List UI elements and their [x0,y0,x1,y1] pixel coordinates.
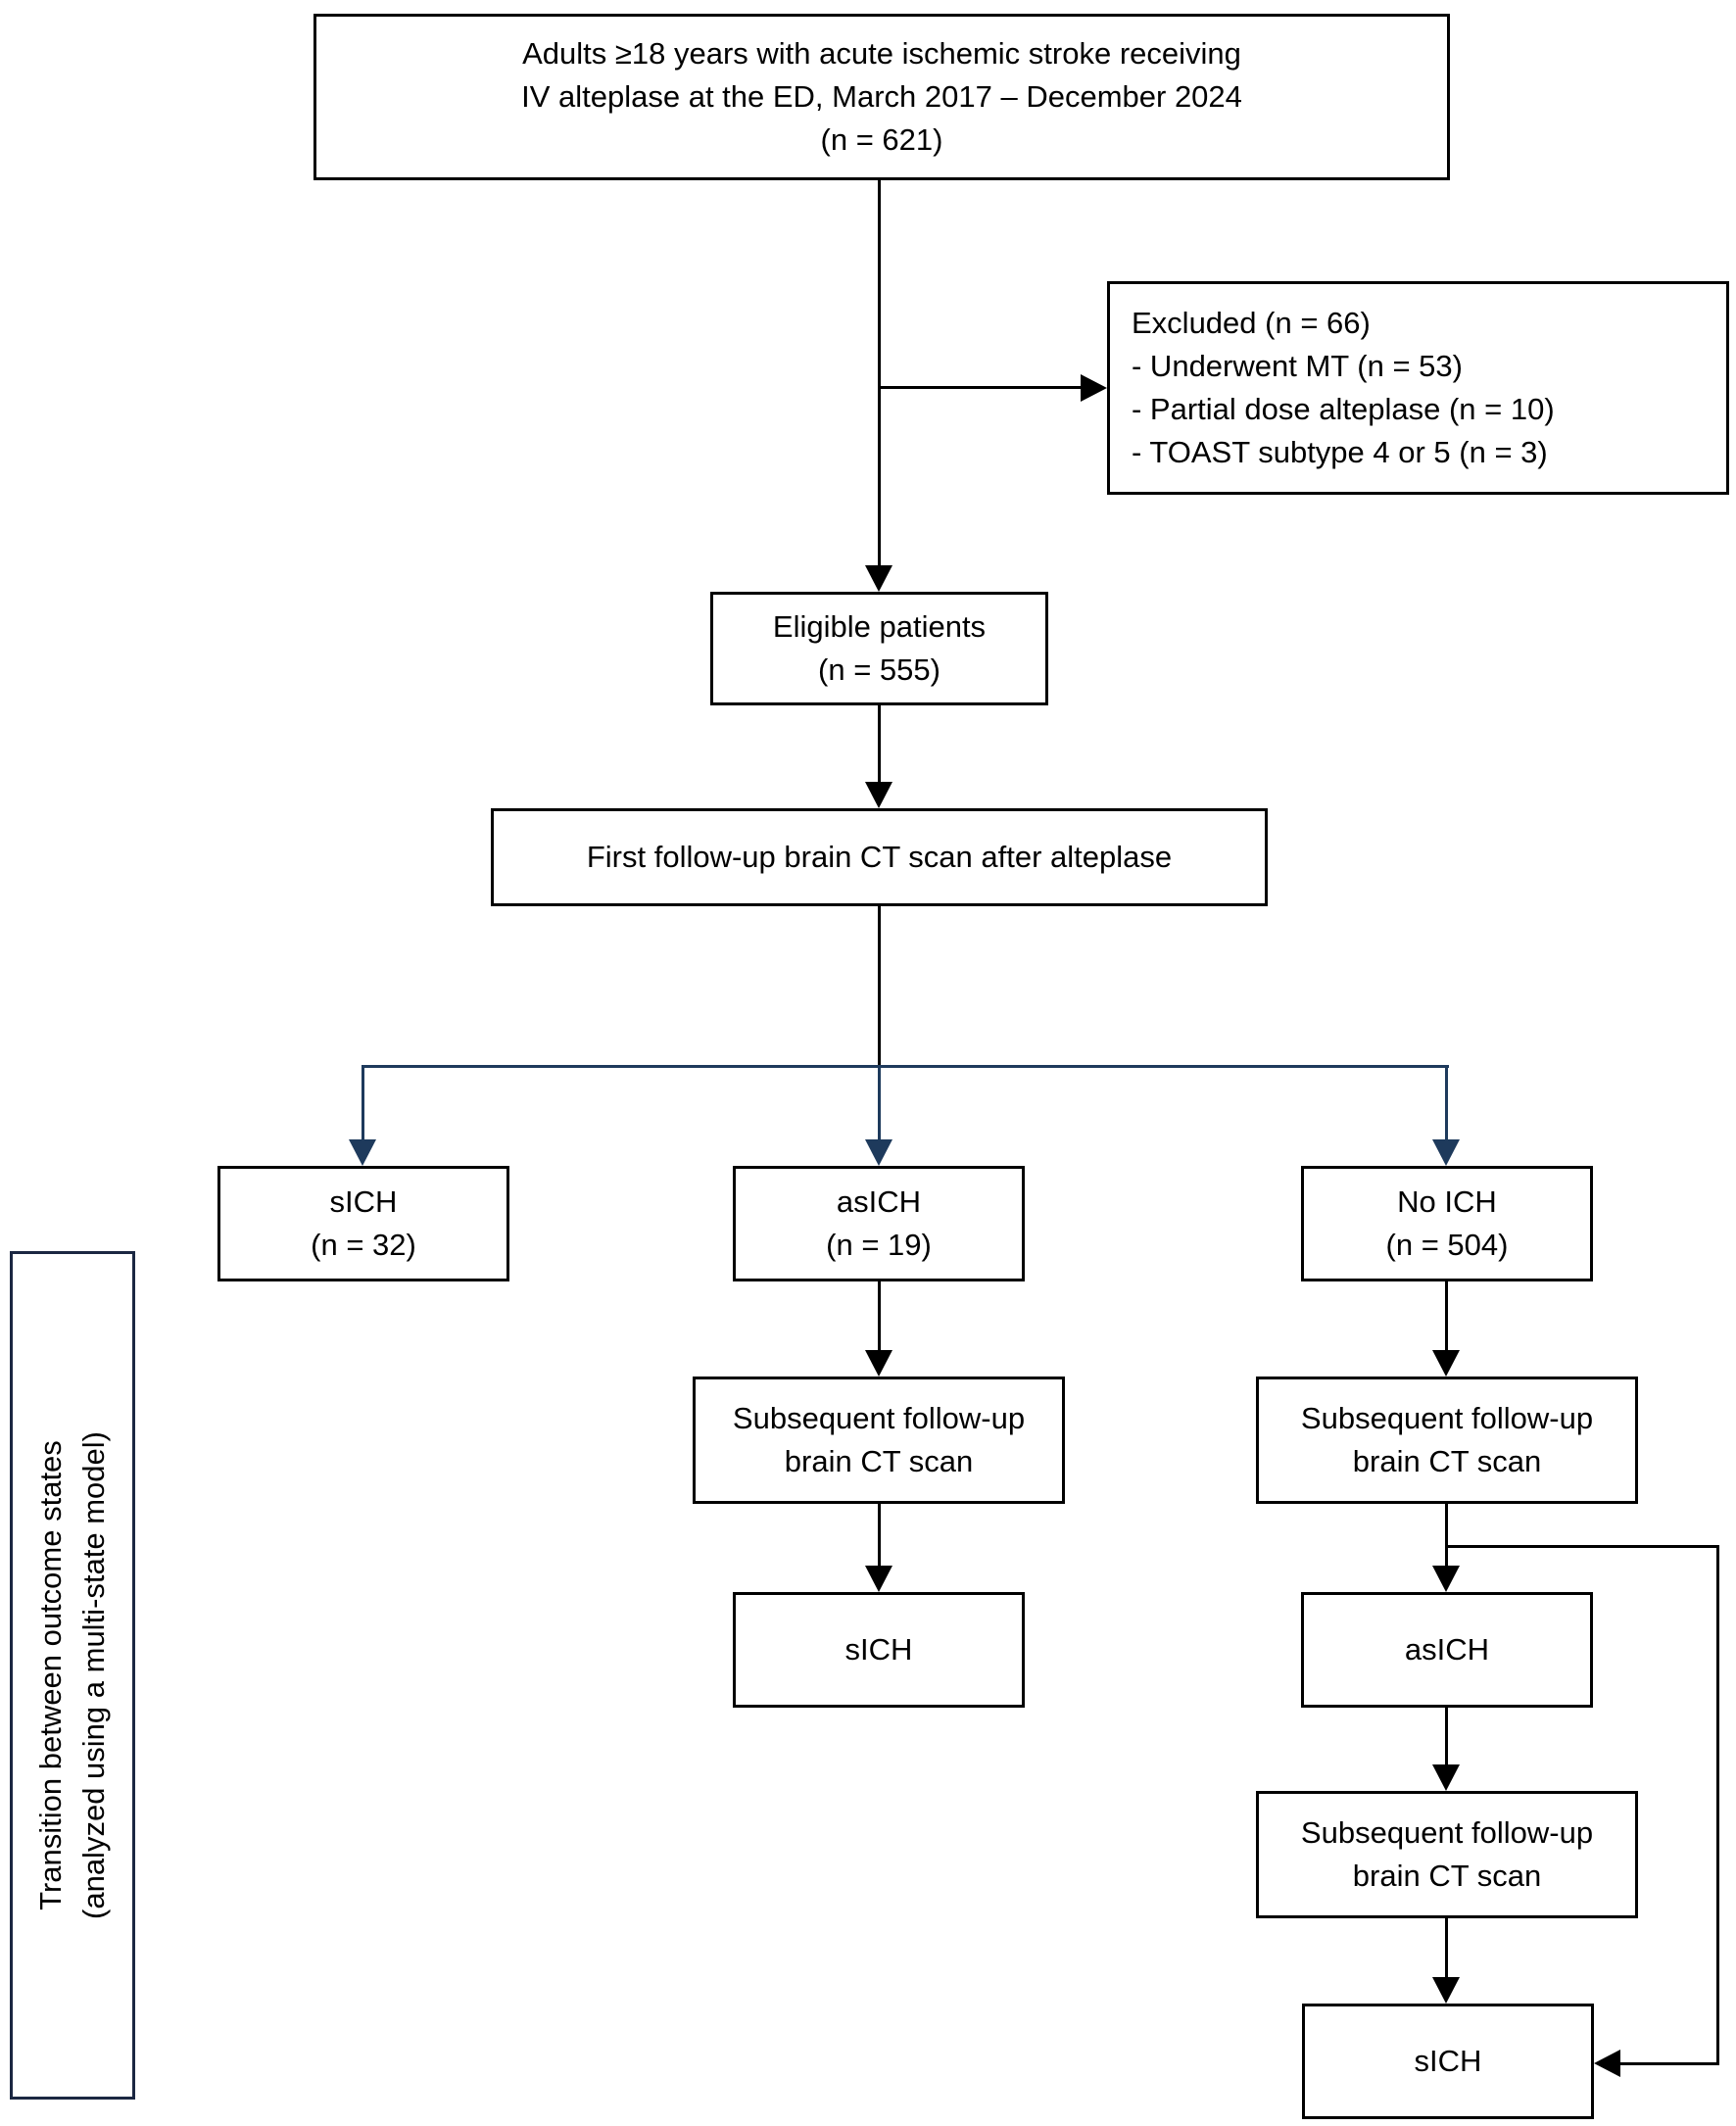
box-text-line: (n = 504) [1385,1228,1509,1262]
box-text-line: brain CT scan [1352,1444,1542,1478]
box-subsequent-ct-right-2: Subsequent follow-up brain CT scan [1256,1791,1638,1918]
connector-bypass-top [1447,1545,1719,1548]
connector-bypass-vertical [1716,1545,1719,2065]
box-text-line: Adults ≥18 years with acute ischemic str… [522,35,1241,71]
arrowhead-left-sich-final [1594,2050,1620,2077]
connector-asich-to-subsequent-mid [878,1281,881,1352]
box-sich-after-asich: sICH [733,1592,1025,1708]
box-text-line: sICH [844,1631,913,1667]
connector-subsequent-mid-to-sich [878,1504,881,1568]
box-asich-initial: asICH (n = 19) [733,1166,1025,1281]
box-first-ct-scan: First follow-up brain CT scan after alte… [491,808,1268,906]
box-no-ich: No ICH (n = 504) [1301,1166,1593,1281]
box-text-line: (n = 32) [311,1228,416,1262]
connector-asich-to-subsequent-right2 [1445,1708,1448,1766]
box-sich-final: sICH [1302,2004,1594,2119]
box-excluded: Excluded (n = 66) - Underwent MT (n = 53… [1107,281,1729,495]
arrowhead-down-no-ich [1432,1139,1460,1166]
arrowhead-down-subsequent-mid [865,1350,892,1377]
box-subsequent-ct-mid: Subsequent follow-up brain CT scan [693,1377,1065,1504]
box-text-line: First follow-up brain CT scan after alte… [586,839,1173,874]
box-enrollment: Adults ≥18 years with acute ischemic str… [313,14,1450,180]
box-text-line: brain CT scan [1352,1859,1542,1893]
arrowhead-down-asich-initial [865,1139,892,1166]
box-text-line: - TOAST subtype 4 or 5 (n = 3) [1132,435,1548,470]
arrowhead-down-sich-after-asich [865,1566,892,1592]
connector-branch-to-asich-initial [878,1065,881,1141]
arrowhead-down-sich-initial [349,1139,376,1166]
box-text-line: No ICH [1397,1184,1497,1219]
connector-branch-to-no-ich [1445,1065,1448,1141]
box-eligible-patients: Eligible patients (n = 555) [710,592,1048,705]
box-text-line: Subsequent follow-up [732,1400,1026,1435]
box-text-line: sICH [329,1184,398,1219]
side-label-line: Transition between outcome states [32,1440,68,1910]
box-sich-initial: sICH (n = 32) [217,1166,509,1281]
side-label-text: Transition between outcome states (analy… [13,1251,132,2100]
box-text-line: (n = 621) [820,122,943,157]
box-text-line: sICH [1414,2043,1482,2078]
connector-no-ich-to-subsequent-right1 [1445,1281,1448,1352]
arrowhead-down-subsequent-right1 [1432,1350,1460,1377]
connector-bypass-bottom [1620,2062,1719,2065]
box-asich-after-no-ich: asICH [1301,1592,1593,1708]
box-text-line: Excluded (n = 66) [1132,305,1371,340]
box-text-line: - Partial dose alteplase (n = 10) [1132,392,1555,426]
box-text-line: Subsequent follow-up [1300,1814,1594,1850]
connector-enrollment-to-eligible [878,180,881,568]
side-label-box: Transition between outcome states (analy… [10,1251,135,2100]
box-text-line: (n = 19) [826,1228,932,1262]
arrowhead-down-subsequent-right2 [1432,1764,1460,1791]
box-subsequent-ct-right-1: Subsequent follow-up brain CT scan [1256,1377,1638,1504]
box-text-line: (n = 555) [818,652,940,687]
connector-eligible-to-first-ct [878,705,881,784]
box-text-line: asICH [836,1184,922,1219]
box-text-line: IV alteplase at the ED, March 2017 – Dec… [521,78,1242,114]
arrowhead-down-eligible [865,565,892,592]
box-text-line: Subsequent follow-up [1300,1400,1594,1435]
connector-branch-horizontal [362,1065,1449,1068]
connector-first-ct-to-branch [878,906,881,1068]
connector-branch-to-sich-initial [362,1065,364,1141]
side-label-line: (analyzed using a multi-state model) [76,1431,111,1919]
box-text-line: asICH [1404,1631,1490,1667]
arrowhead-right-excluded [1081,374,1107,402]
box-text-line: Eligible patients [772,608,987,644]
arrowhead-down-asich-after-no-ich [1432,1566,1460,1592]
connector-subsequent-right1-to-asich [1445,1504,1448,1568]
box-text-line: - Underwent MT (n = 53) [1132,348,1463,383]
connector-to-excluded [879,386,1081,389]
arrowhead-down-first-ct [865,782,892,808]
connector-subsequent-right2-to-sich-final [1445,1918,1448,1979]
box-text-line: brain CT scan [784,1444,974,1478]
arrowhead-down-sich-final [1432,1977,1460,2004]
